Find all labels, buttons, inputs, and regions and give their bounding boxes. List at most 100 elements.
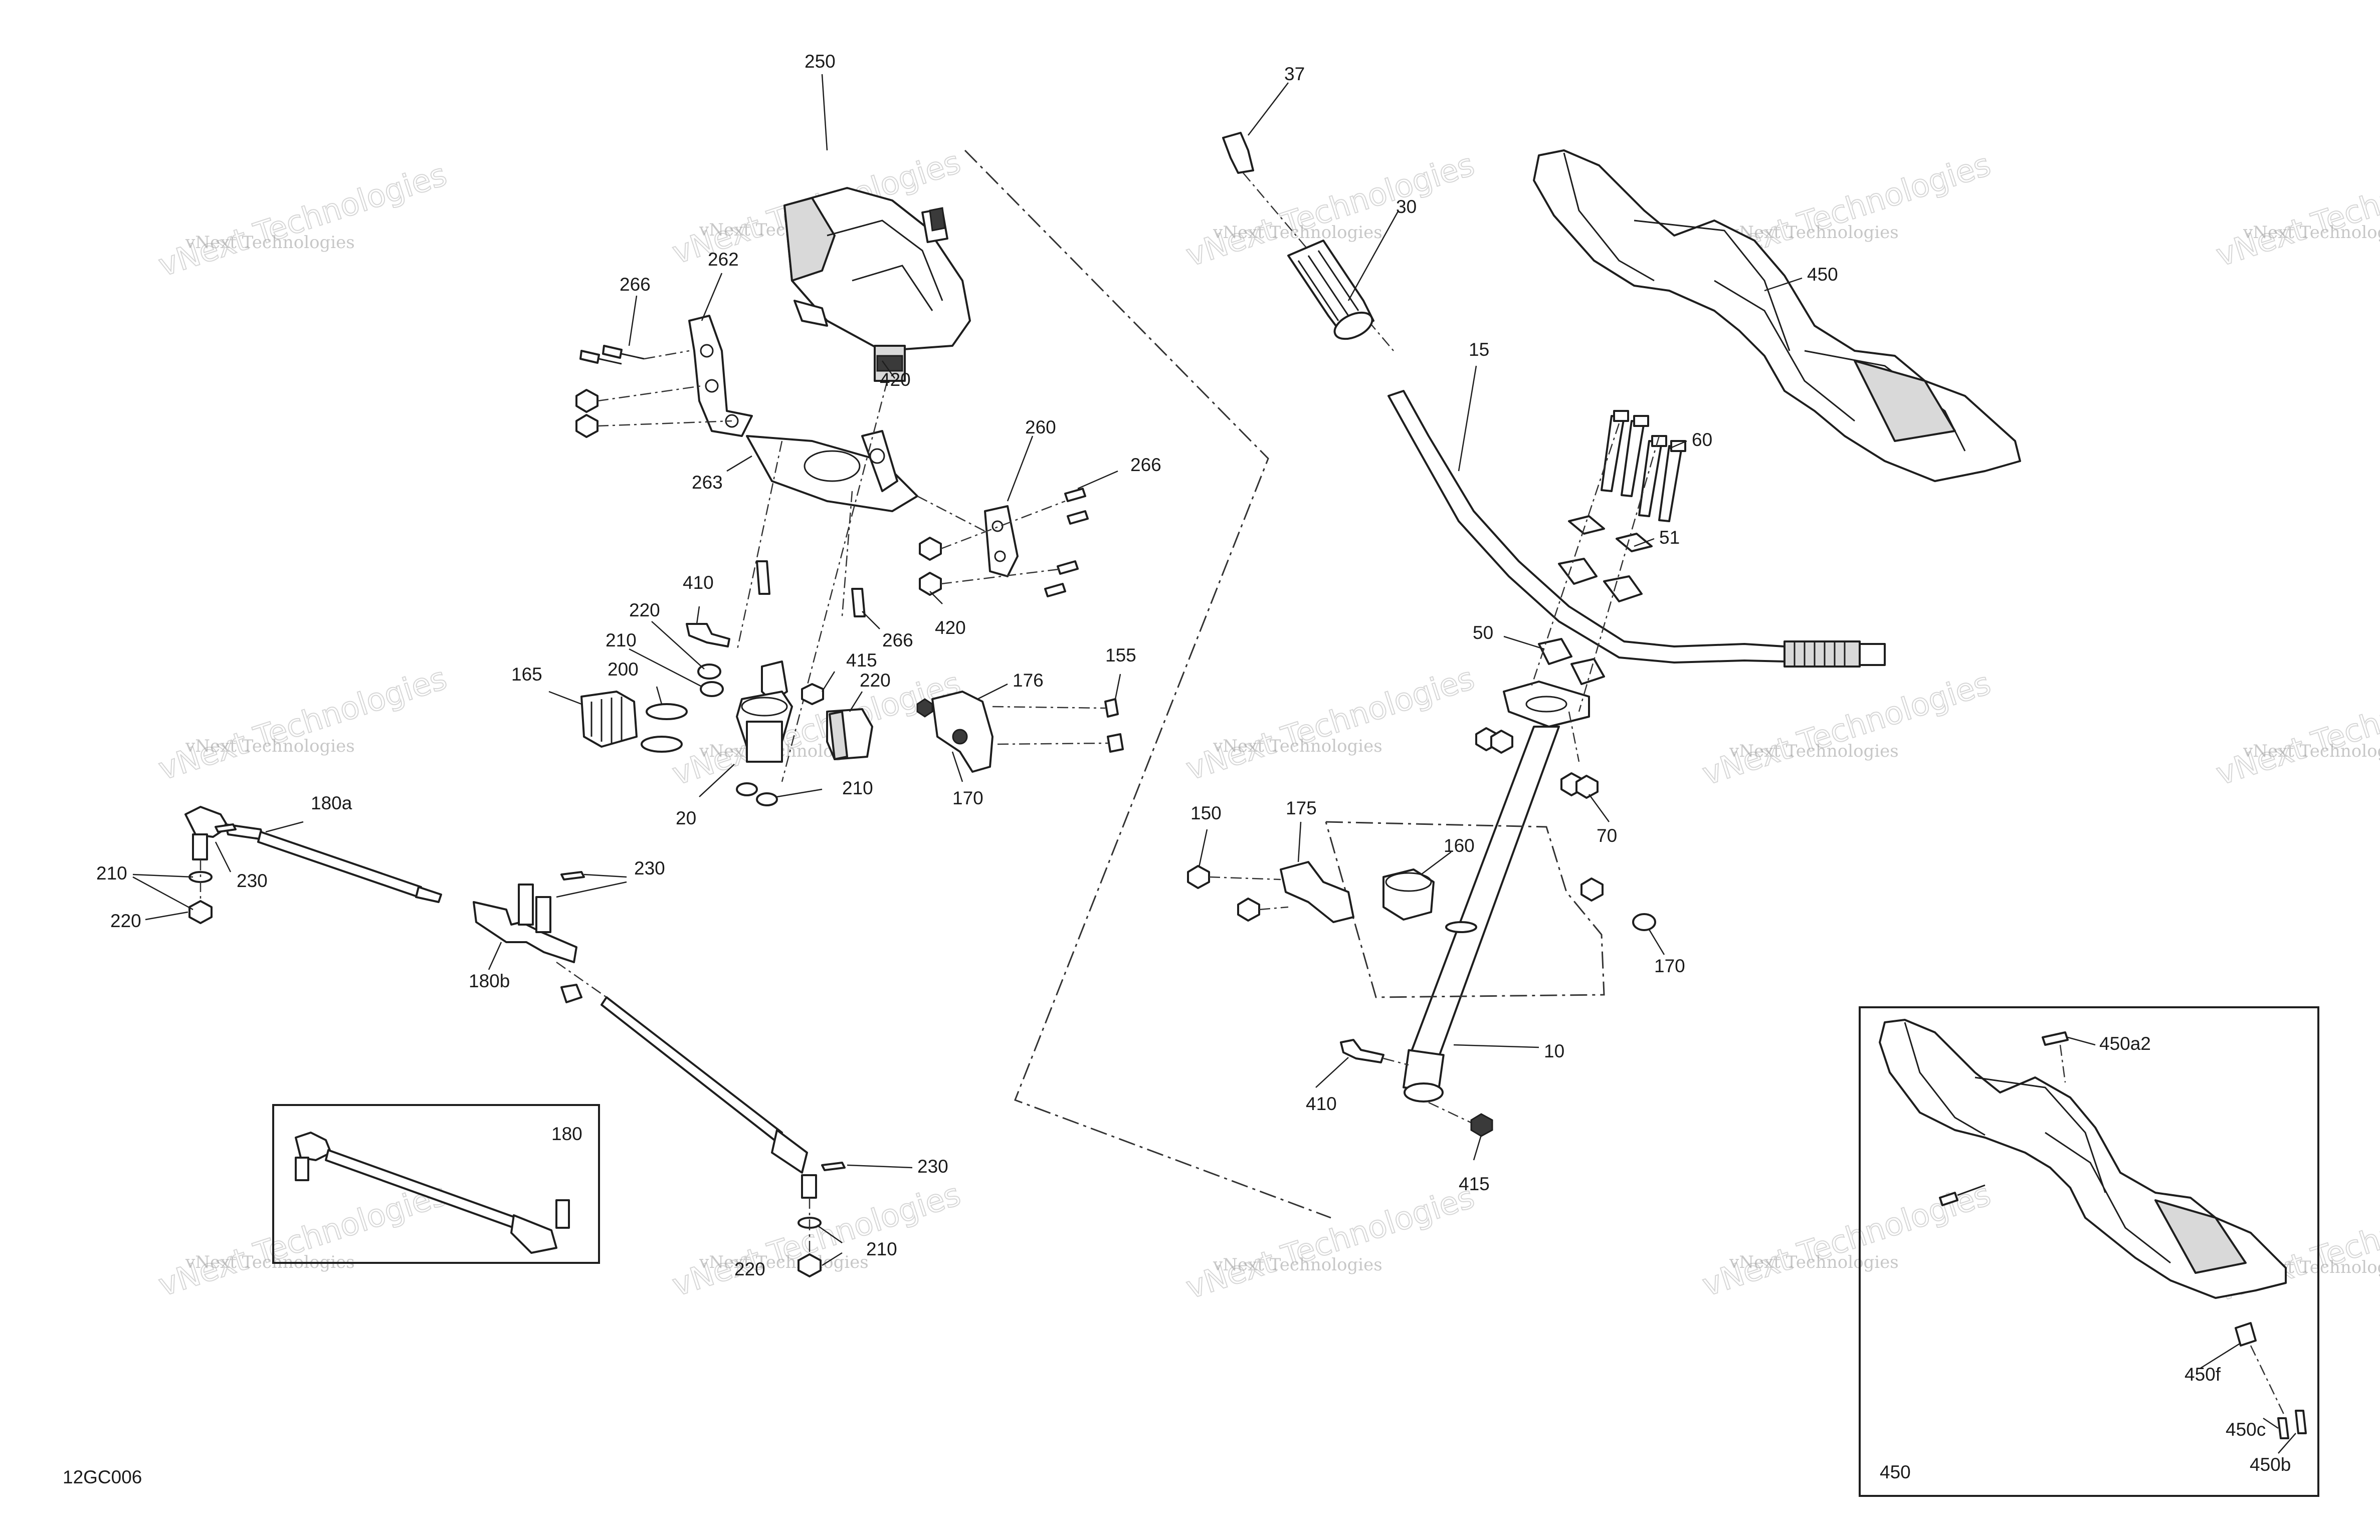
assembly-axis xyxy=(781,380,888,782)
assembly-axis xyxy=(841,491,853,617)
callout: 160 xyxy=(1444,835,1475,856)
callout: 230 xyxy=(634,858,665,878)
inset-box-180 xyxy=(272,1104,600,1264)
callout: 230 xyxy=(917,1156,948,1177)
svg-text:vNext Technologies: vNext Technologies xyxy=(1181,659,1478,787)
svg-text:vNext Technologies: vNext Technologies xyxy=(1213,223,1382,243)
bolts-266-right xyxy=(917,488,1089,597)
bushing-160 xyxy=(1382,868,1477,933)
callout: 260 xyxy=(1025,417,1056,437)
tie-rod-180-assembly xyxy=(295,1132,570,1254)
bolts-266-left xyxy=(575,345,732,438)
callout: 450 xyxy=(1807,264,1838,285)
callout-labels: 250 262 266 420 263 260 266 420 266 410 … xyxy=(96,51,2291,1482)
mounting-bracket-175 xyxy=(1187,861,1354,923)
callout: 70 xyxy=(1597,825,1617,846)
callout: 210 xyxy=(842,778,873,798)
steering-shaft-coupler xyxy=(686,623,873,806)
callout: 266 xyxy=(1130,455,1161,475)
clamp-176 xyxy=(916,691,1124,773)
callout: 220 xyxy=(629,600,660,620)
svg-text:vNext Technologies: vNext Technologies xyxy=(185,736,355,756)
power-steering-unit xyxy=(783,187,971,382)
callout: 263 xyxy=(692,472,723,493)
callout: 20 xyxy=(676,808,696,828)
callout: 450f xyxy=(2185,1364,2221,1385)
callout: 37 xyxy=(1284,64,1305,84)
svg-text:vNext Technologies: vNext Technologies xyxy=(1213,1255,1382,1275)
diagram-reference-code: 12GC006 xyxy=(63,1467,142,1487)
leader-lines xyxy=(132,74,2296,1454)
bearing-165 xyxy=(580,691,688,753)
svg-text:vNext Technologies: vNext Technologies xyxy=(2212,665,2380,792)
watermark: vNext Technologies vNext Technologies xyxy=(153,1175,451,1304)
mounting-plate-263 xyxy=(746,430,918,512)
callout: 410 xyxy=(683,572,714,593)
callout: 175 xyxy=(1286,798,1317,818)
svg-text:vNext Technologies: vNext Technologies xyxy=(154,1176,451,1303)
callout: 50 xyxy=(1473,622,1493,643)
callout: 410 xyxy=(1306,1093,1337,1114)
watermark: vNext Technologies vNext Technologies xyxy=(1181,1178,1479,1306)
callout: 230 xyxy=(237,870,268,891)
callout: 170 xyxy=(1654,956,1685,976)
mounting-bracket-262 xyxy=(688,315,753,437)
callout: 155 xyxy=(1105,645,1136,666)
handlebar-clamps-50 xyxy=(1538,638,1605,685)
callout: 15 xyxy=(1469,339,1489,360)
callout: 450a2 xyxy=(2099,1033,2151,1054)
hand-guard-450 xyxy=(1533,149,2021,482)
callout: 51 xyxy=(1659,527,1680,548)
callout: 420 xyxy=(935,617,966,638)
svg-text:vNext Technologies: vNext Technologies xyxy=(699,1252,869,1272)
assembly-axis xyxy=(1530,423,1620,687)
watermark: vNext Technologies vNext Technologies xyxy=(2211,145,2380,274)
handlebar-clamps-51 xyxy=(1558,515,1653,602)
callout: 266 xyxy=(620,274,651,295)
callout: 220 xyxy=(110,911,141,931)
hand-guard-450-inset xyxy=(1879,1019,2307,1439)
assembly-axis xyxy=(1578,435,1660,712)
svg-text:vNext Technologies: vNext Technologies xyxy=(1729,741,1899,761)
nuts-170-right xyxy=(1580,877,1656,931)
bracket-group-boundary xyxy=(1325,821,1605,998)
svg-text:vNext Technologies: vNext Technologies xyxy=(1698,665,1995,792)
callout: 180b xyxy=(469,971,510,991)
callout: 170 xyxy=(952,788,983,808)
callout: 450b xyxy=(2250,1454,2291,1475)
svg-text:vNext Technologies: vNext Technologies xyxy=(1213,736,1382,756)
callout: 30 xyxy=(1396,196,1417,217)
callout: 420 xyxy=(880,369,911,390)
callout: 165 xyxy=(511,664,542,685)
callout: 180a xyxy=(311,793,352,813)
tie-rod-180b xyxy=(215,823,846,1277)
callout: 250 xyxy=(805,51,836,72)
callout: 220 xyxy=(734,1259,765,1279)
svg-text:vNext Technologies: vNext Technologies xyxy=(2243,741,2380,761)
callout: 210 xyxy=(96,863,127,884)
tie-rod-180a xyxy=(184,806,442,924)
watermark: vNext Technologies vNext Technologies xyxy=(1181,659,1479,788)
callout: 60 xyxy=(1692,429,1712,450)
callout: 450c xyxy=(2226,1419,2266,1440)
steering-column-10 xyxy=(1403,681,1590,1103)
callout: 450 xyxy=(1880,1462,1911,1482)
callout: 266 xyxy=(882,630,913,650)
callout: 180 xyxy=(551,1124,582,1144)
bolts-266-lower xyxy=(756,560,866,617)
watermark: vNext Technologies vNext Technologies xyxy=(2211,664,2380,793)
bracket-260 xyxy=(984,505,1019,577)
svg-text:vNext Technologies: vNext Technologies xyxy=(1729,1252,1899,1272)
assembly-axis xyxy=(736,441,783,652)
handlebar-grip-30 xyxy=(1287,240,1374,340)
assembly-axis xyxy=(1428,1102,1477,1126)
nuts-70 xyxy=(1560,711,1599,799)
callout: 220 xyxy=(860,670,891,691)
clamp-bolts-60 xyxy=(1601,410,1686,522)
callout: 210 xyxy=(606,630,637,650)
callout: 415 xyxy=(846,650,877,671)
callout: 262 xyxy=(708,249,739,270)
svg-text:vNext Technologies: vNext Technologies xyxy=(2243,223,2380,243)
bolt-410-lower xyxy=(1340,1039,1493,1137)
